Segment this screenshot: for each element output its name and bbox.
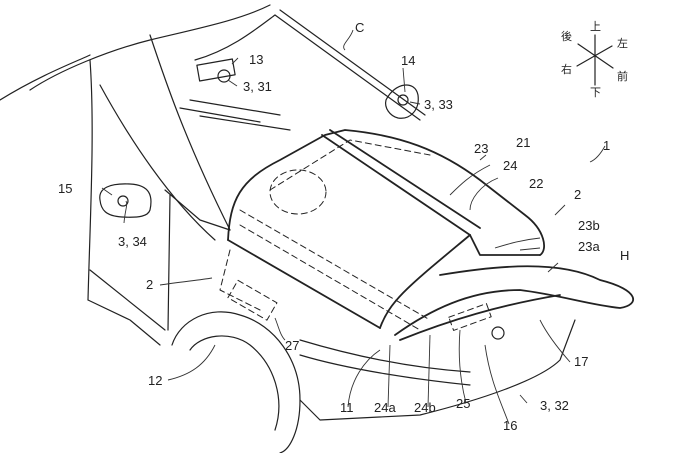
label-14: 14 (401, 53, 415, 68)
label-11: 11 (340, 400, 354, 415)
reference-labels: C 13 3, 31 14 3, 33 15 3, 34 2 1 21 23 2… (58, 20, 629, 433)
leader-lines (101, 29, 606, 425)
dir-left: 左 (617, 37, 628, 50)
dir-rear: 後 (561, 29, 572, 43)
label-3-34: 3, 34 (118, 234, 147, 249)
left-mirror (99, 183, 152, 218)
label-2-right: 2 (574, 187, 581, 202)
label-3-31: 3, 31 (243, 79, 272, 94)
dir-front: 前 (617, 69, 628, 83)
car-body (0, 4, 271, 346)
camera-unit (196, 58, 236, 83)
windshield (179, 9, 426, 131)
label-H: H (620, 248, 629, 263)
label-21: 21 (516, 135, 530, 150)
label-23b: 23b (578, 218, 600, 233)
label-15: 15 (58, 181, 72, 196)
airbag (219, 129, 634, 341)
label-13: 13 (249, 52, 263, 67)
direction-indicator: 上 下 後 左 右 前 (561, 20, 628, 99)
label-3-32: 3, 32 (540, 398, 569, 413)
dir-up: 上 (590, 20, 601, 33)
label-24b: 24b (414, 400, 436, 415)
label-1: 1 (603, 138, 610, 153)
label-24: 24 (503, 158, 517, 173)
front-end (171, 311, 576, 453)
label-C: C (355, 20, 364, 35)
dir-down: 下 (590, 86, 601, 99)
label-24a: 24a (374, 400, 396, 415)
label-27: 27 (285, 338, 299, 353)
label-3-33: 3, 33 (424, 97, 453, 112)
label-22: 22 (529, 176, 543, 191)
label-25: 25 (456, 396, 470, 411)
dir-right: 右 (561, 62, 572, 76)
label-16: 16 (503, 418, 517, 433)
label-2-left: 2 (146, 277, 153, 292)
label-12: 12 (148, 373, 162, 388)
label-17: 17 (574, 354, 588, 369)
label-23a: 23a (578, 239, 600, 254)
label-23: 23 (474, 141, 488, 156)
